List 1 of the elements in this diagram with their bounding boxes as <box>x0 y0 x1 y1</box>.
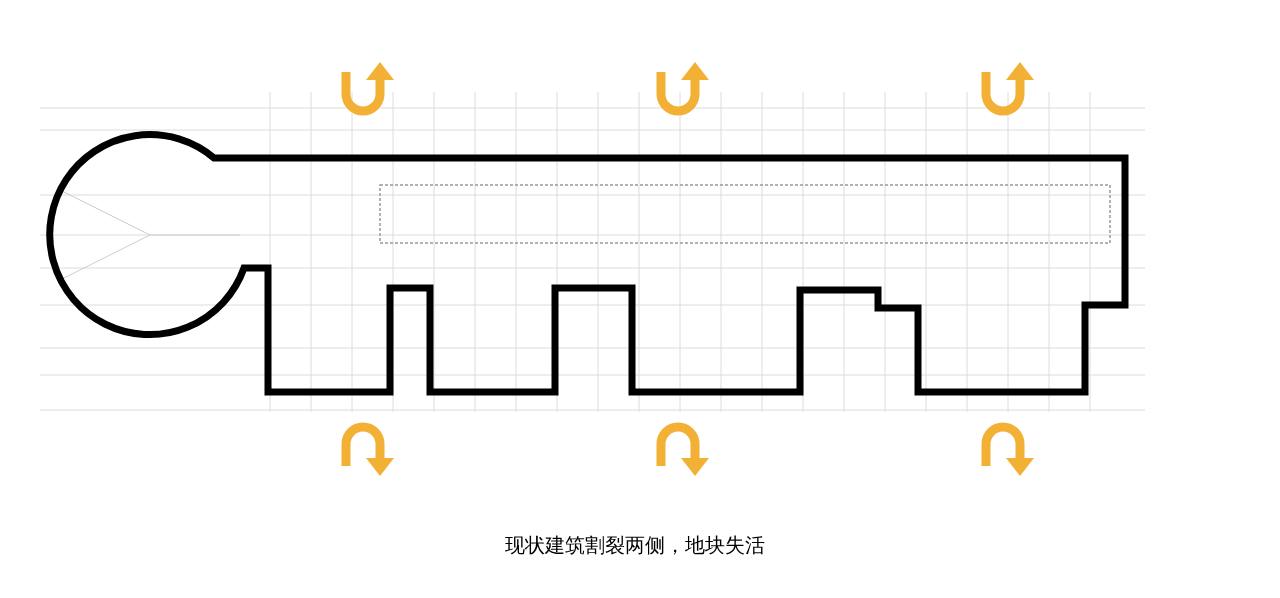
caption: 现状建筑割裂两侧，地块失活 <box>504 532 766 559</box>
